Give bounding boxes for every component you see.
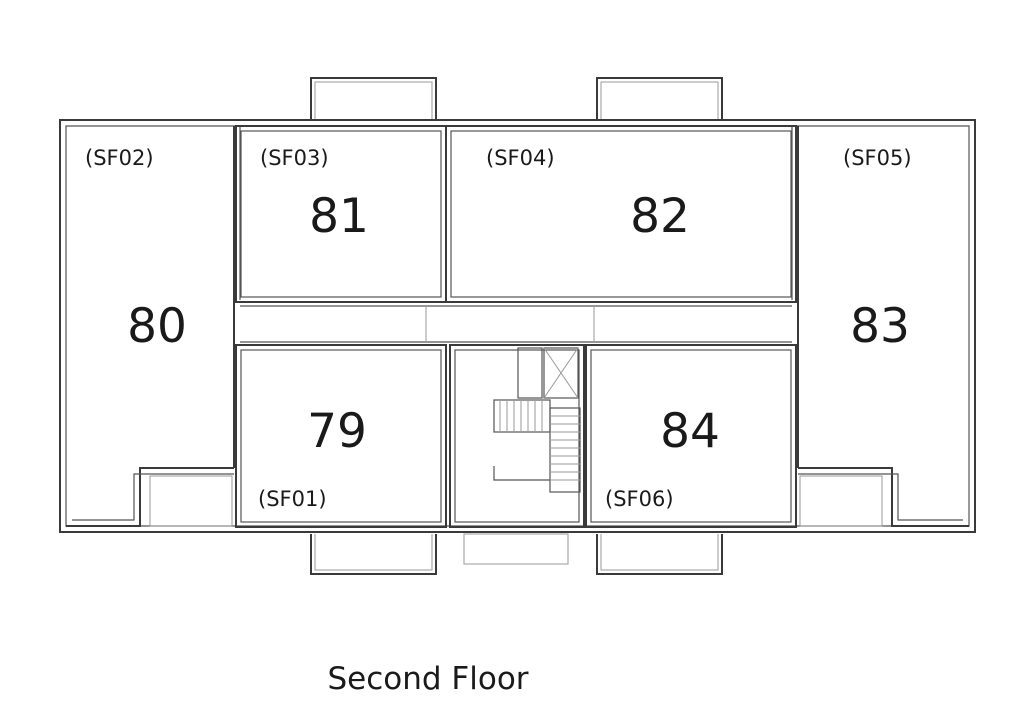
unit-number-83: 83 xyxy=(850,299,910,354)
unit-80-walls xyxy=(66,126,241,527)
balcony-bottom-right xyxy=(596,534,723,575)
unit-code-sf04: (SF04) xyxy=(486,146,555,170)
unit-code-sf05: (SF05) xyxy=(843,146,912,170)
unit-79-walls xyxy=(235,344,447,528)
unit-code-sf02: (SF02) xyxy=(85,146,154,170)
unit-code-sf06: (SF06) xyxy=(605,487,674,511)
entrance-landing xyxy=(463,533,569,565)
stair-core xyxy=(449,344,585,528)
unit-number-82: 82 xyxy=(630,189,690,244)
unit-number-80: 80 xyxy=(127,299,187,354)
balcony-top-right xyxy=(596,77,723,120)
floor-title: Second Floor xyxy=(327,661,528,697)
balcony-top-left xyxy=(310,77,437,120)
unit-84-walls xyxy=(585,344,797,528)
unit-number-81: 81 xyxy=(309,189,369,244)
unit-number-84: 84 xyxy=(660,404,720,459)
corridor xyxy=(240,305,792,343)
unit-code-sf01: (SF01) xyxy=(258,487,327,511)
balcony-bottom-left xyxy=(310,534,437,575)
unit-number-79: 79 xyxy=(307,404,367,459)
unit-82-walls xyxy=(445,125,797,303)
unit-83-walls xyxy=(791,126,969,527)
unit-code-sf03: (SF03) xyxy=(260,146,329,170)
outer-walls xyxy=(59,119,976,533)
